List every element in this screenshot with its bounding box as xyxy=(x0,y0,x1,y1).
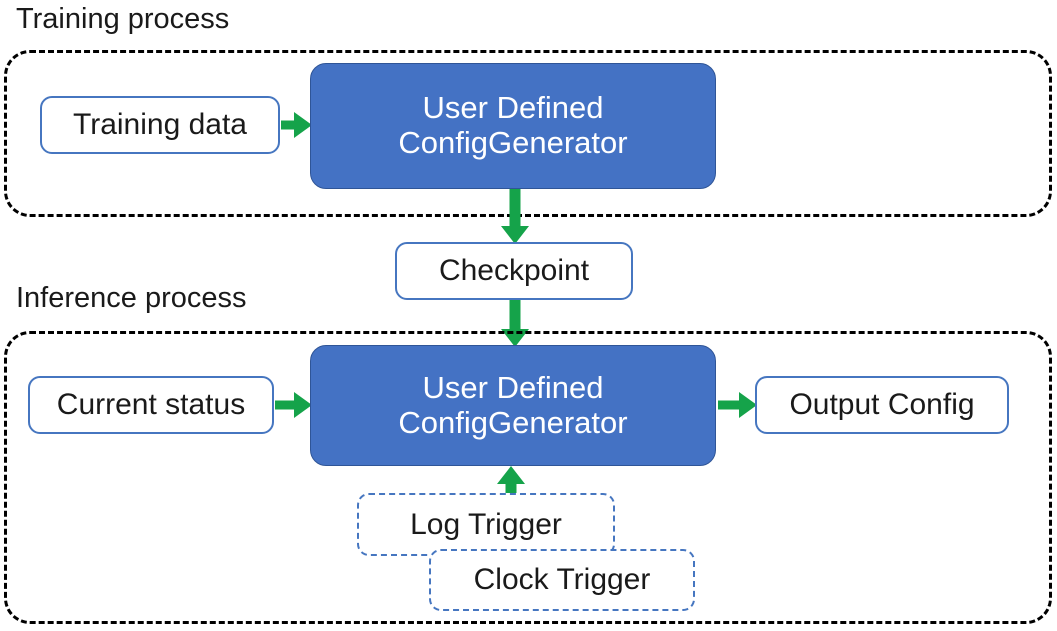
inference-process-container xyxy=(4,331,1052,624)
arrow-shaft xyxy=(509,189,521,227)
node-training-data-label: Training data xyxy=(73,108,247,142)
arrow-shaft xyxy=(718,400,741,410)
node-config-generator-inference-line2: ConfigGenerator xyxy=(398,404,628,440)
arrow-config-generator-to-output-config xyxy=(718,391,757,419)
node-output-config-label: Output Config xyxy=(789,388,975,422)
node-checkpoint[interactable]: Checkpoint xyxy=(395,242,633,300)
node-clock-trigger[interactable]: Clock Trigger xyxy=(429,549,695,611)
arrow-shaft xyxy=(505,482,517,496)
node-current-status[interactable]: Current status xyxy=(28,376,274,434)
arrow-training-data-to-config-generator xyxy=(281,111,312,139)
node-training-data[interactable]: Training data xyxy=(40,96,280,154)
node-user-defined-config-generator-training[interactable]: User Defined ConfigGenerator xyxy=(310,63,716,189)
node-checkpoint-label: Checkpoint xyxy=(438,254,590,288)
node-output-config[interactable]: Output Config xyxy=(755,376,1009,434)
arrow-shaft xyxy=(275,400,296,410)
arrow-head xyxy=(497,466,525,484)
node-clock-trigger-label: Clock Trigger xyxy=(473,563,651,597)
arrow-shaft xyxy=(509,300,521,330)
arrow-config-generator-to-checkpoint xyxy=(501,189,529,244)
inference-process-title: Inference process xyxy=(16,282,247,314)
arrow-head xyxy=(501,226,529,244)
node-config-generator-inference-line1: User Defined xyxy=(422,369,604,405)
arrow-current-status-to-config-generator xyxy=(275,391,312,419)
node-log-trigger[interactable]: Log Trigger xyxy=(357,493,615,556)
training-process-title: Training process xyxy=(16,3,230,35)
node-config-generator-training-line2: ConfigGenerator xyxy=(398,125,628,160)
node-config-generator-training-line1: User Defined xyxy=(422,90,604,126)
arrow-head xyxy=(739,392,757,418)
training-process-container xyxy=(4,50,1052,217)
arrow-head xyxy=(294,112,312,138)
node-current-status-label: Current status xyxy=(56,388,246,422)
node-log-trigger-label: Log Trigger xyxy=(410,507,562,541)
arrow-head xyxy=(294,392,312,418)
node-config-generator-inference-label: User Defined ConfigGenerator xyxy=(392,369,633,440)
arrow-trigger-to-config-generator xyxy=(497,466,525,496)
node-config-generator-training-label: User Defined ConfigGenerator xyxy=(392,90,633,160)
node-user-defined-config-generator-inference[interactable]: User Defined ConfigGenerator xyxy=(310,345,716,466)
arrow-shaft xyxy=(281,120,296,130)
